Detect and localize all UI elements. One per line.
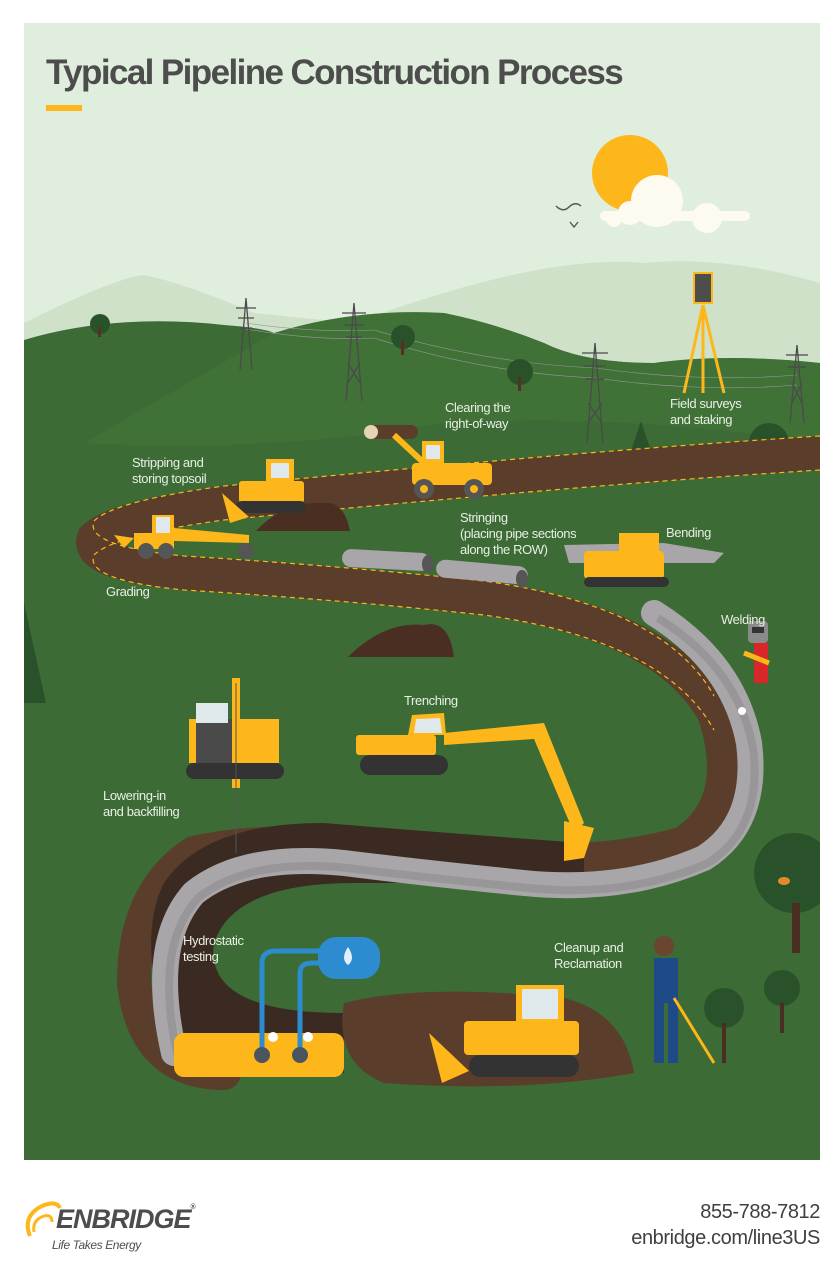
step-label-hydrostatic: Hydrostatic testing	[183, 933, 244, 965]
label-line: Stripping and	[132, 455, 204, 470]
step-label-trenching: Trenching	[404, 693, 458, 709]
sideboom-lowering-icon	[186, 678, 284, 853]
label-line: Lowering-in	[103, 788, 166, 803]
step-label-clearing: Clearing the right-of-way	[445, 400, 511, 432]
label-line: Grading	[106, 584, 150, 599]
survey-total-station-icon	[682, 272, 726, 394]
reclamation-worker-icon	[654, 936, 716, 1064]
dozer-stripping-icon	[222, 459, 306, 523]
hydrostatic-test-tank-icon	[174, 937, 380, 1077]
step-label-field-surveys: Field surveys and staking	[670, 396, 742, 428]
excavator-trenching-icon	[356, 713, 594, 861]
brand-name: ENBRIDGE	[56, 1204, 192, 1234]
label-line: along the ROW)	[460, 542, 548, 557]
label-line: Hydrostatic	[183, 933, 244, 948]
brand-tagline: Life Takes Energy	[52, 1238, 141, 1252]
label-line: storing topsoil	[132, 471, 207, 486]
registered-mark: ®	[190, 1204, 196, 1211]
label-line: Stringing	[460, 510, 508, 525]
step-label-stripping: Stripping and storing topsoil	[132, 455, 207, 487]
step-label-grading: Grading	[106, 584, 150, 600]
contact-phone[interactable]: 855-788-7812	[700, 1201, 820, 1223]
label-line: Field surveys	[670, 396, 742, 411]
enbridge-swirl-logo-icon	[25, 1201, 62, 1237]
label-line: Cleanup and	[554, 940, 624, 955]
pipeline-scene-illustration	[24, 135, 820, 1160]
soil-pile-icon	[256, 502, 454, 657]
motor-grader-icon	[114, 515, 254, 559]
pipe-bending-machine-icon	[564, 533, 724, 587]
birds-icon	[555, 203, 582, 229]
label-line: testing	[183, 949, 219, 964]
label-line: Trenching	[404, 693, 458, 708]
water-drop-icon	[344, 947, 352, 965]
step-label-welding: Welding	[721, 612, 765, 628]
welder-worker-icon	[738, 621, 770, 715]
cloud-icon	[600, 175, 750, 233]
label-line: and backfilling	[103, 804, 180, 819]
pipe-sections-icon	[342, 549, 528, 588]
label-line: Reclamation	[554, 956, 622, 971]
label-line: Welding	[721, 612, 765, 627]
step-label-stringing: Stringing (placing pipe sections along t…	[460, 510, 577, 558]
step-label-bending: Bending	[666, 525, 711, 541]
dozer-cleanup-icon	[342, 985, 634, 1087]
power-pylon-icon	[236, 297, 808, 444]
label-line: Bending	[666, 525, 711, 540]
step-label-lowering-in: Lowering-in and backfilling	[103, 788, 180, 820]
infographic-poster: Typical Pipeline Construction Process Fi…	[24, 23, 820, 1160]
weld-spark-icon	[738, 707, 746, 715]
step-label-cleanup: Cleanup and Reclamation	[554, 940, 624, 972]
label-line: (placing pipe sections	[460, 526, 577, 541]
page-title: Typical Pipeline Construction Process	[46, 53, 624, 92]
title-accent-bar	[46, 105, 82, 111]
loader-clearing-icon	[364, 425, 492, 499]
label-line: right-of-way	[445, 416, 509, 431]
label-line: and staking	[670, 412, 733, 427]
bird-icon	[778, 877, 790, 885]
trench	[151, 823, 584, 1073]
label-line: Clearing the	[445, 400, 511, 415]
sapling-tree-icon	[704, 833, 820, 1063]
contact-url-link[interactable]: enbridge.com/line3US	[631, 1227, 820, 1249]
brand-logo-text: ENBRIDGE®	[56, 1204, 196, 1235]
